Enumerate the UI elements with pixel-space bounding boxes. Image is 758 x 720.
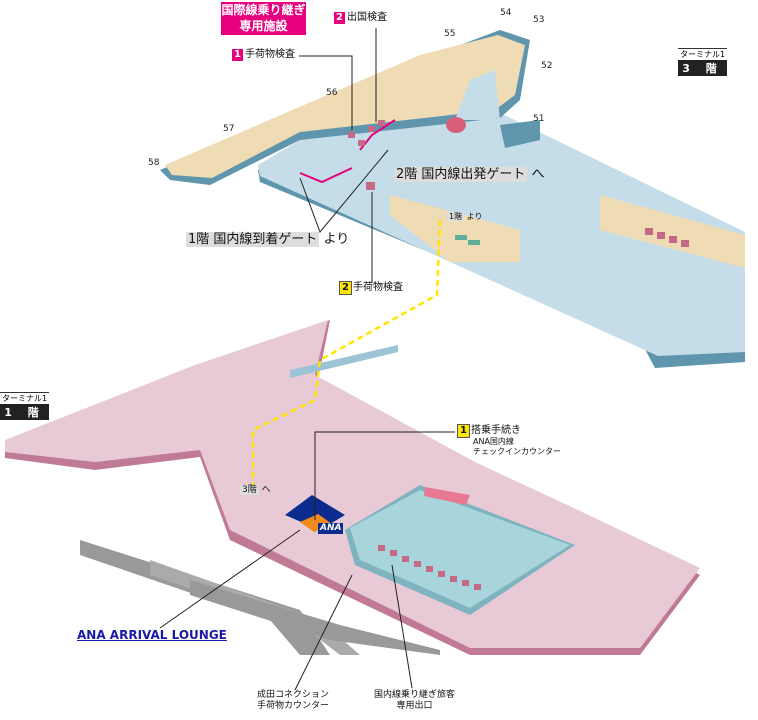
transfer-facility-title: 国際線乗り継ぎ専用施設 [221, 2, 306, 35]
label-suffix: より [323, 232, 350, 247]
label-text: 搭乗手続き [471, 425, 521, 436]
label-suffix: へ [261, 485, 271, 495]
gate-54: 54 [500, 8, 512, 18]
to-3f-label: 3階 へ [240, 485, 271, 496]
gate-56: 56 [326, 88, 338, 98]
label-line-1: 国内線乗り継ぎ旅客 [374, 690, 456, 700]
leader-lines [159, 28, 455, 691]
from-1f-label: 1階 より [447, 212, 482, 222]
gate-58: 58 [148, 158, 160, 168]
terminal-label: ターミナル1 [0, 392, 50, 403]
floor-label: 1 階 [0, 404, 50, 420]
label-text: 手荷物検査 [353, 282, 403, 293]
step-number: 1 [457, 424, 470, 438]
step-number: 2 [334, 12, 345, 24]
to-domestic-departure-label: 2階 国内線出発ゲート へ [394, 167, 545, 183]
connection-counter-label: 成田コネクション手荷物カウンター [257, 690, 329, 712]
title-line-2: 専用施設 [239, 19, 288, 33]
floor-1-plan [5, 320, 700, 655]
transfer-route [251, 219, 442, 488]
label-line-2: 専用出口 [396, 700, 433, 711]
label-suffix: より [466, 212, 483, 221]
label-text: 1階 [447, 212, 465, 221]
label-text: 手荷物検査 [245, 49, 295, 60]
gate-53: 53 [533, 15, 545, 25]
floor-3-plan [160, 30, 745, 368]
label-line-2: 手荷物カウンター [257, 700, 330, 711]
label-text: 2階 国内線出発ゲート [394, 167, 528, 182]
title-line-1: 国際線乗り継ぎ [221, 3, 306, 17]
label-text: 1階 国内線到着ゲート [186, 232, 320, 247]
label-text: 出国検査 [347, 12, 387, 23]
transfer-exit-label: 国内線乗り継ぎ旅客専用出口 [374, 690, 455, 712]
checkin-sub-1: ANA国内線 [473, 437, 514, 446]
gate-57: 57 [223, 124, 235, 134]
floor-label: 3 階 [678, 60, 728, 76]
gate-52: 52 [541, 61, 553, 71]
gate-51: 51 [533, 114, 545, 124]
label-line-1: 成田コネクション [257, 690, 330, 700]
from-domestic-arrival-label: 1階 国内線到着ゲート より [186, 232, 349, 248]
ana-logo: ANA [318, 523, 344, 534]
terminal-label: ターミナル1 [678, 48, 728, 59]
gate-55: 55 [444, 29, 456, 39]
label-suffix: へ [531, 167, 545, 182]
label-text: 3階 [240, 485, 259, 495]
ana-arrival-lounge-link[interactable]: ANA ARRIVAL LOUNGE [77, 628, 227, 642]
step-number: 2 [339, 281, 352, 295]
checkin-sub-2: チェックインカウンター [473, 446, 561, 456]
step-number: 1 [232, 49, 243, 61]
